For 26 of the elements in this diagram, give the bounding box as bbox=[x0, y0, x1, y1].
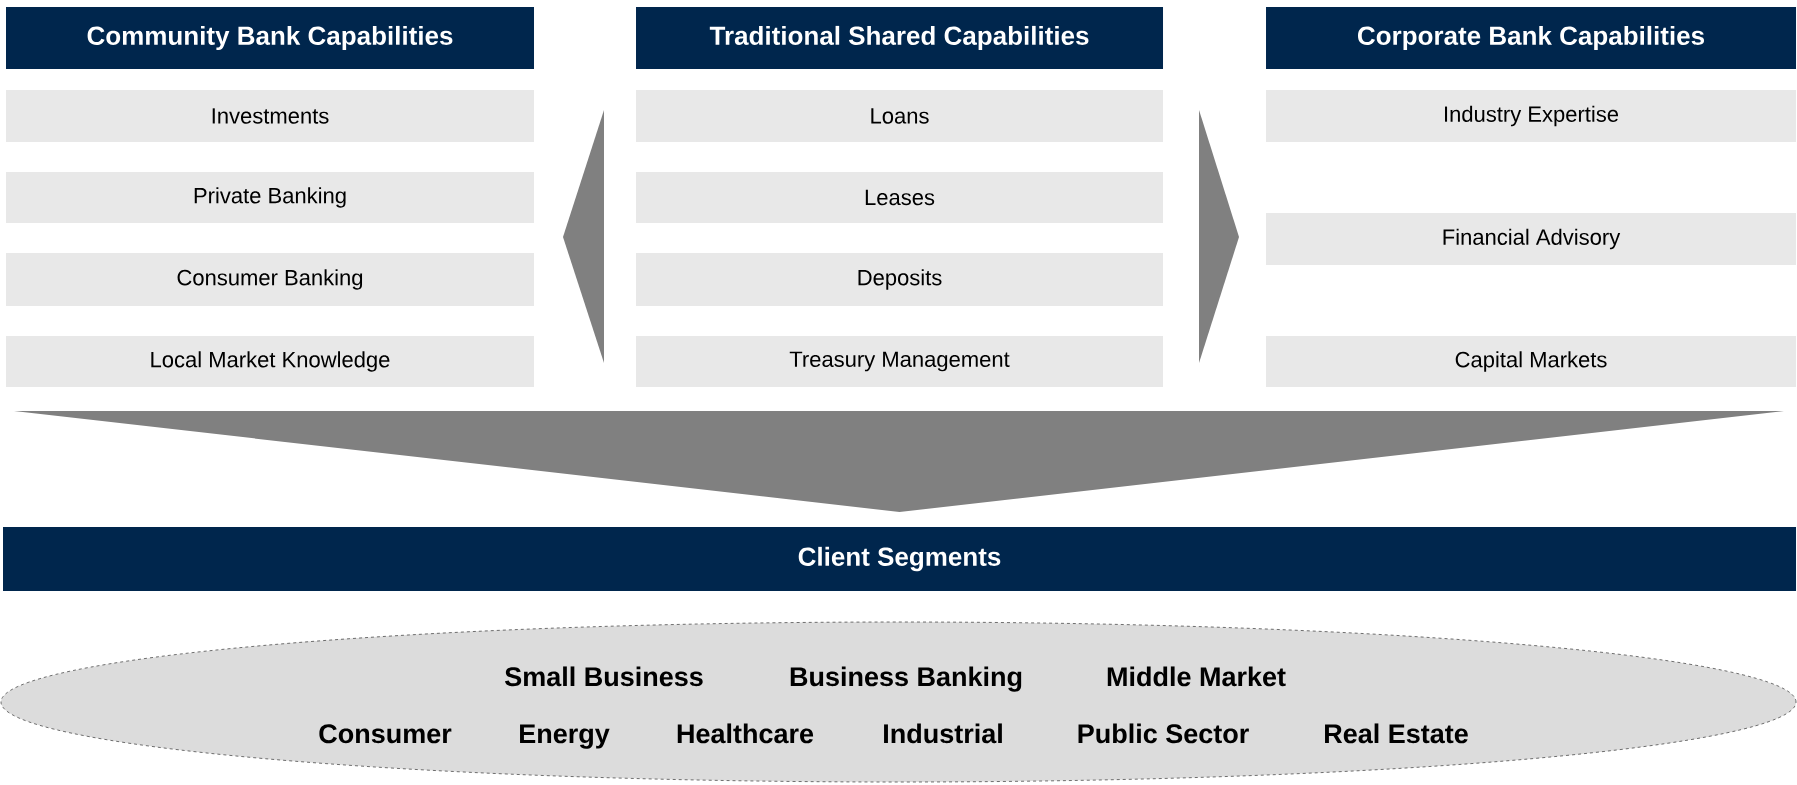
segment-label: Energy bbox=[520, 724, 610, 749]
capability-box: Industry Expertise bbox=[1266, 90, 1796, 142]
header-bar: Traditional Shared Capabilities bbox=[636, 7, 1163, 69]
capability-box: Private Banking bbox=[6, 172, 534, 223]
segment-label: Healthcare bbox=[677, 723, 814, 744]
capability-box: Financial Advisory bbox=[1266, 213, 1796, 265]
segment-label: Business Banking bbox=[790, 666, 1022, 692]
capability-box: Leases bbox=[636, 172, 1163, 223]
header-bar: Corporate Bank Capabilities bbox=[1266, 7, 1796, 69]
segment-header-bar: Client Segments bbox=[3, 527, 1796, 591]
chevron-arrow bbox=[563, 110, 604, 363]
capability-box: Local Market Knowledge bbox=[6, 336, 534, 387]
segment-label: Middle Market bbox=[1107, 666, 1286, 687]
chevron-arrow bbox=[1199, 110, 1239, 363]
capability-box: Investments bbox=[6, 90, 534, 142]
segment-label: Small Business bbox=[505, 666, 703, 687]
segment-label: Real Estate bbox=[1325, 723, 1468, 744]
header-bar: Community Bank Capabilities bbox=[6, 7, 534, 69]
capability-box: Deposits bbox=[636, 253, 1163, 306]
capability-box: Consumer Banking bbox=[6, 253, 534, 306]
capability-box: Treasury Management bbox=[636, 336, 1163, 387]
capability-box: Loans bbox=[636, 90, 1163, 142]
segment-label: Public Sector bbox=[1078, 723, 1249, 744]
capability-box: Capital Markets bbox=[1266, 336, 1796, 387]
segment-label: Consumer bbox=[319, 724, 452, 744]
segment-label: Industrial bbox=[884, 723, 1002, 744]
